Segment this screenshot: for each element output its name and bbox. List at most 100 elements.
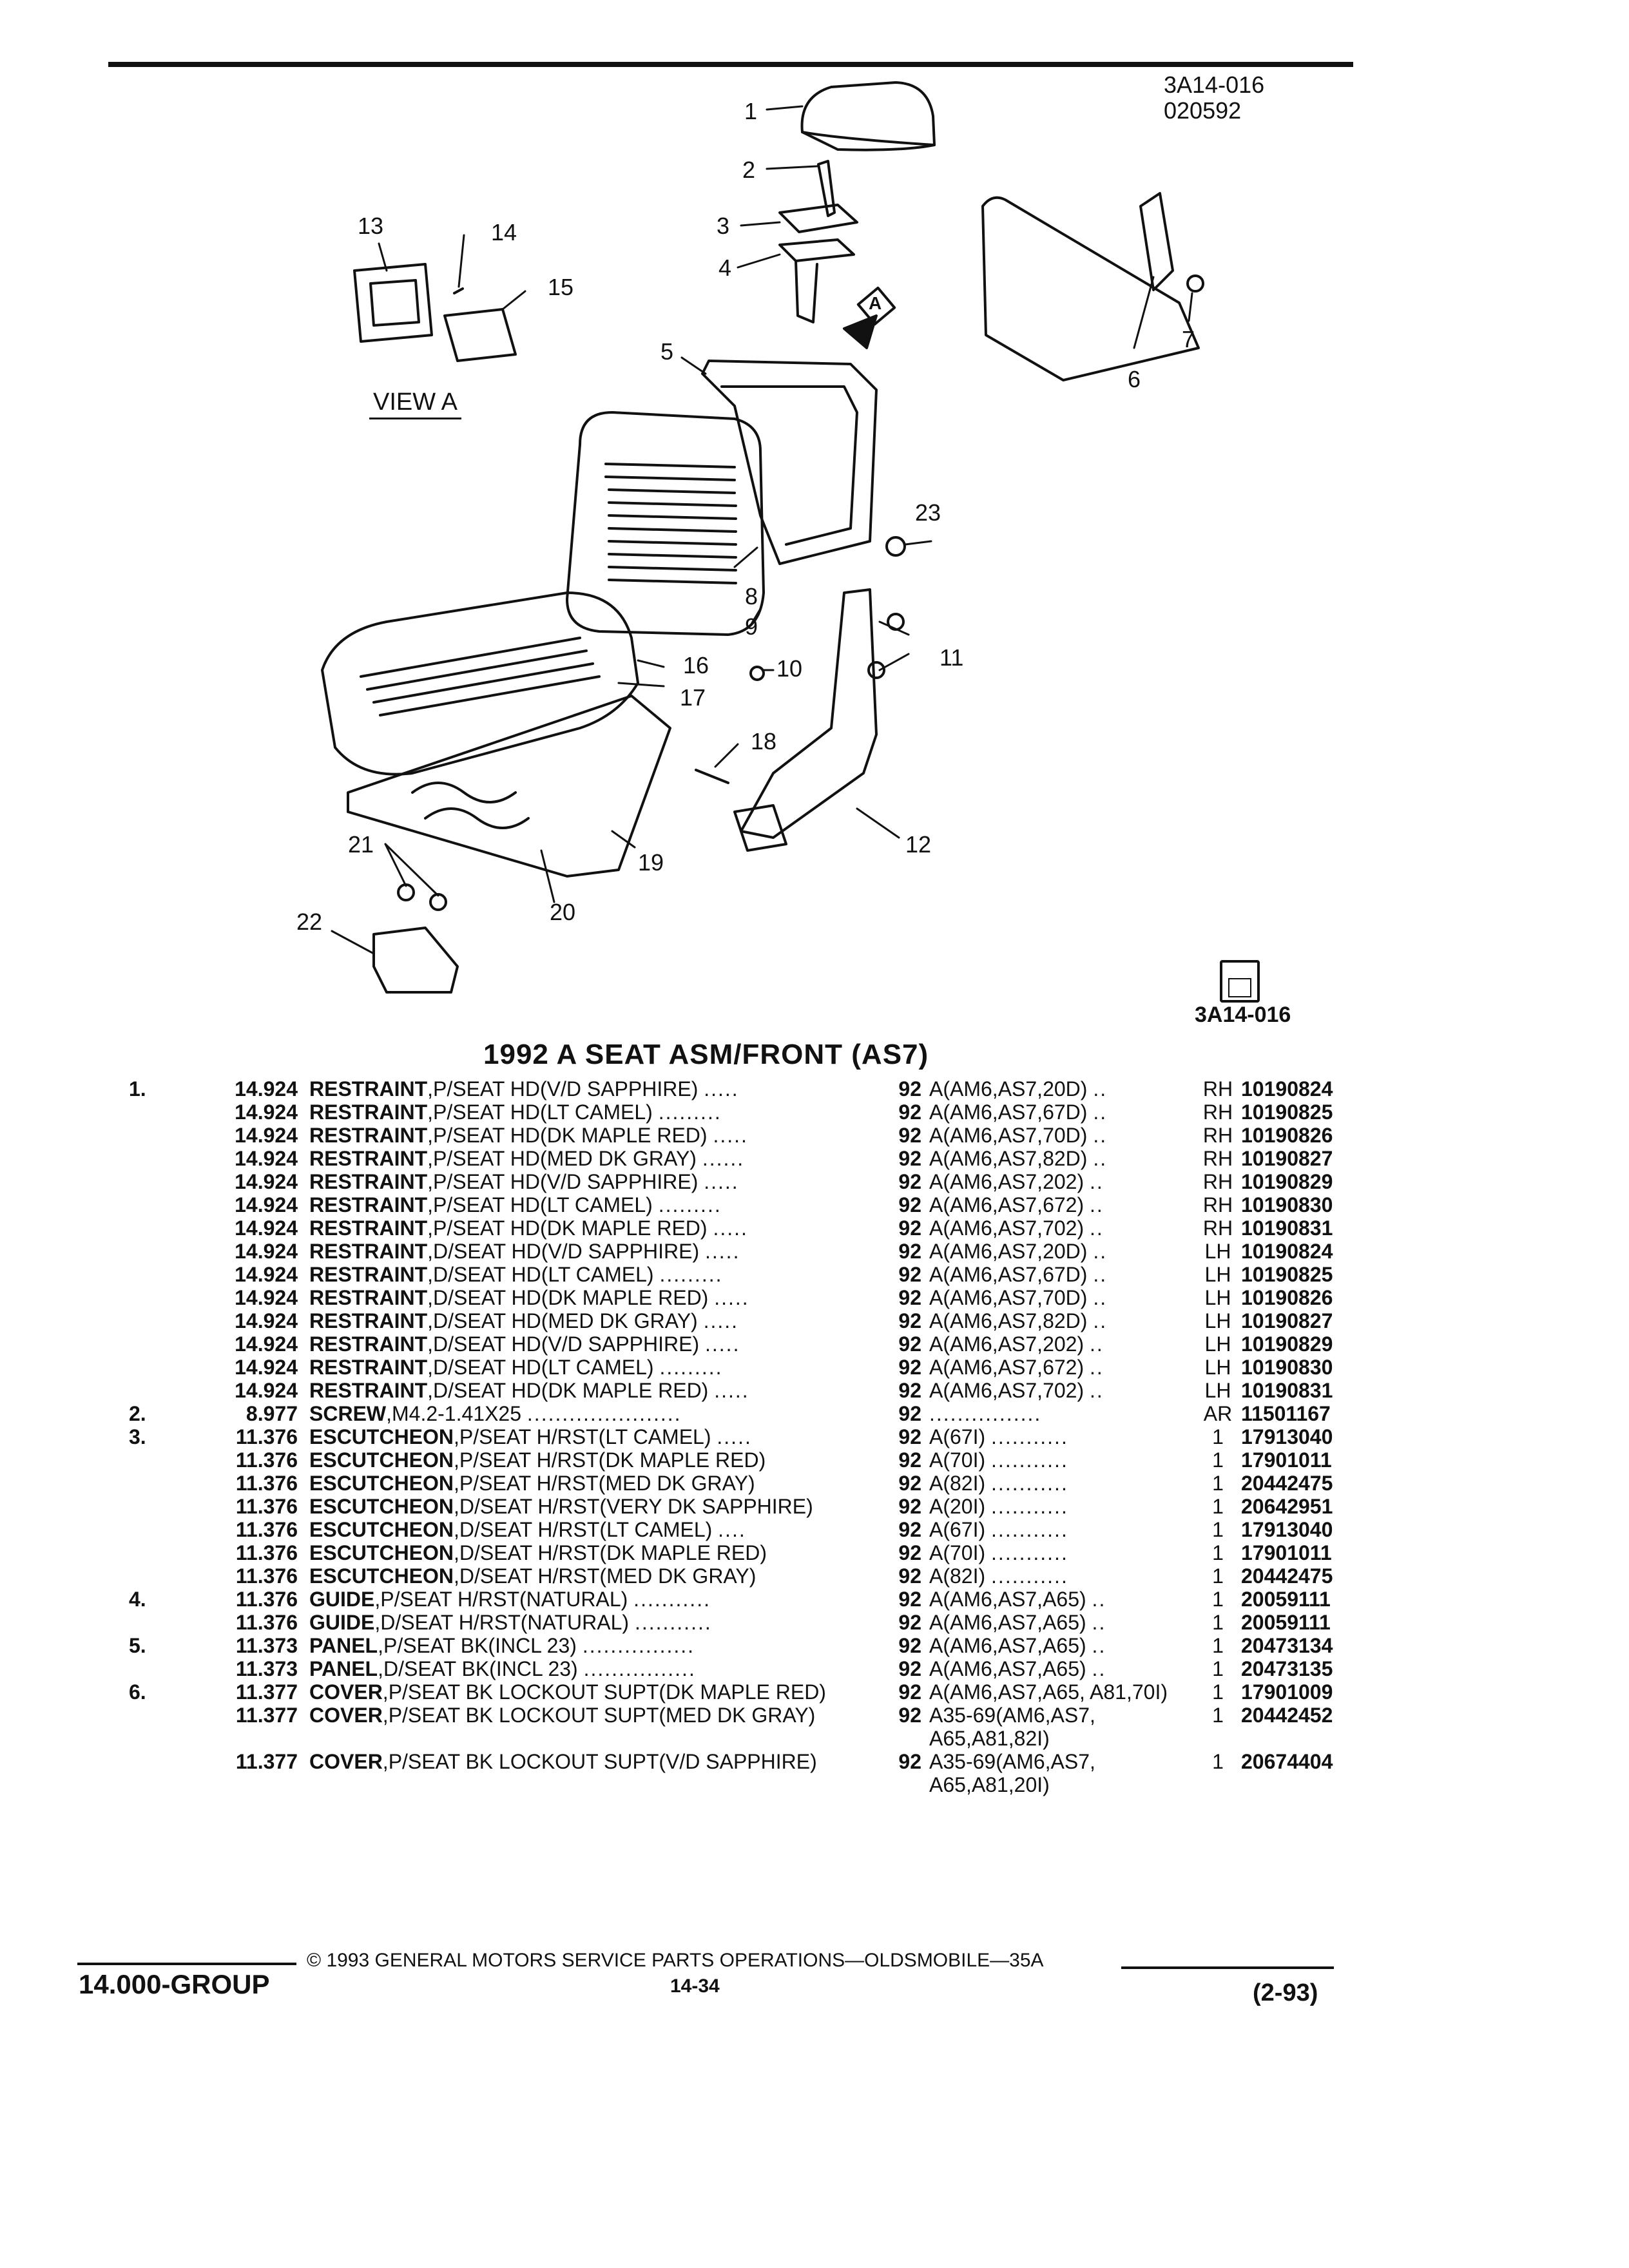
footer-copyright: © 1993 GENERAL MOTORS SERVICE PARTS OPER… bbox=[307, 1950, 1044, 1971]
callout-21: 21 bbox=[348, 831, 374, 858]
group-number: 14.924 bbox=[235, 1286, 298, 1309]
part-description: ,D/SEAT HD(MED DK GRAY) bbox=[427, 1309, 698, 1332]
date-code: 020592 bbox=[1164, 97, 1242, 124]
leader-dots: ........... bbox=[633, 1588, 711, 1611]
callout-23: 23 bbox=[915, 499, 941, 526]
quantity: LH bbox=[1204, 1356, 1231, 1379]
description: RESTRAINT,P/SEAT HD(MED DK GRAY) ...... bbox=[309, 1147, 872, 1170]
leader-dots: ..... bbox=[704, 1170, 739, 1193]
part-number: 17901011 bbox=[1241, 1541, 1332, 1564]
leader-dots: .... bbox=[718, 1518, 746, 1541]
part-number: 11501167 bbox=[1241, 1402, 1331, 1425]
description: RESTRAINT,P/SEAT HD(DK MAPLE RED) ..... bbox=[309, 1124, 872, 1147]
leader-dots: .. bbox=[1093, 1263, 1108, 1286]
model-codes: A35-69(AM6,AS7, A65,A81,20I) bbox=[929, 1750, 1195, 1796]
part-keyword: RESTRAINT bbox=[309, 1263, 428, 1286]
leader-dots: ..... bbox=[713, 1216, 748, 1240]
part-number: 10190824 bbox=[1241, 1240, 1333, 1263]
quantity: 1 bbox=[1212, 1750, 1224, 1773]
part-number: 17913040 bbox=[1241, 1518, 1333, 1541]
group-number: 11.376 bbox=[235, 1472, 298, 1495]
group-number: 11.376 bbox=[235, 1541, 298, 1564]
view-a-part-13 bbox=[353, 263, 433, 343]
quantity: LH bbox=[1204, 1309, 1231, 1332]
footer-rule-right bbox=[1121, 1966, 1334, 1969]
model-year: 92 bbox=[898, 1425, 921, 1448]
model-year: 92 bbox=[898, 1100, 921, 1124]
leader-dots: .. bbox=[1093, 1147, 1108, 1170]
top-rule bbox=[108, 62, 1353, 67]
part-description: ,D/SEAT HD(LT CAMEL) bbox=[427, 1263, 654, 1286]
description: GUIDE,D/SEAT H/RST(NATURAL) ........... bbox=[309, 1611, 872, 1634]
model-code: A(70I) bbox=[929, 1448, 986, 1472]
part-keyword: COVER bbox=[309, 1704, 383, 1727]
model-code: A(AM6,AS7,202) bbox=[929, 1332, 1084, 1356]
quantity: LH bbox=[1204, 1379, 1231, 1402]
description: RESTRAINT,P/SEAT HD(V/D SAPPHIRE) ..... bbox=[309, 1170, 872, 1193]
part-number: 10190830 bbox=[1241, 1356, 1333, 1379]
description: SCREW,M4.2-1.41X25 .....................… bbox=[309, 1402, 872, 1425]
group-number: 11.376 bbox=[235, 1611, 298, 1634]
description: ESCUTCHEON,P/SEAT H/RST(LT CAMEL) ..... bbox=[309, 1425, 872, 1448]
item-number bbox=[129, 1193, 206, 1216]
model-code: A(AM6,AS7,702) bbox=[929, 1216, 1084, 1240]
item-number: 4. bbox=[129, 1588, 146, 1611]
model-year: 92 bbox=[898, 1193, 921, 1216]
model-year: 92 bbox=[898, 1147, 921, 1170]
callout-11: 11 bbox=[940, 644, 964, 671]
part-description: ,P/SEAT HD(MED DK GRAY) bbox=[427, 1147, 697, 1170]
part-keyword: RESTRAINT bbox=[309, 1240, 428, 1263]
model-codes: A(AM6,AS7,202) .. bbox=[929, 1332, 1195, 1356]
fastener-21b bbox=[429, 893, 447, 911]
item-number bbox=[129, 1379, 206, 1402]
part-number: 20059111 bbox=[1241, 1611, 1331, 1634]
quantity: 1 bbox=[1212, 1495, 1224, 1518]
model-year: 92 bbox=[898, 1704, 921, 1727]
part-keyword: PANEL bbox=[309, 1634, 378, 1657]
description: ESCUTCHEON,D/SEAT H/RST(VERY DK SAPPHIRE… bbox=[309, 1495, 872, 1518]
model-code: A(70I) bbox=[929, 1541, 986, 1564]
model-year: 92 bbox=[898, 1634, 921, 1657]
part-number: 20642951 bbox=[1241, 1495, 1333, 1518]
leader-dots: .. bbox=[1093, 1309, 1108, 1332]
footer-page-number: 14-34 bbox=[670, 1975, 720, 1997]
callout-16: 16 bbox=[683, 652, 709, 678]
model-codes: A(AM6,AS7,A65) .. bbox=[929, 1588, 1195, 1611]
model-year: 92 bbox=[898, 1564, 921, 1588]
part-keyword: ESCUTCHEON bbox=[309, 1495, 454, 1518]
leader-dots: ................ bbox=[929, 1402, 1042, 1425]
description: RESTRAINT,P/SEAT HD(DK MAPLE RED) ..... bbox=[309, 1216, 872, 1240]
item-number: 3. bbox=[129, 1425, 146, 1448]
part-keyword: RESTRAINT bbox=[309, 1147, 428, 1170]
model-code: A(AM6,AS7,672) bbox=[929, 1356, 1084, 1379]
part-description: ,P/SEAT HD(V/D SAPPHIRE) bbox=[427, 1170, 699, 1193]
callout-9: 9 bbox=[745, 613, 758, 640]
model-codes: A(AM6,AS7,A65) .. bbox=[929, 1611, 1195, 1634]
group-number: 11.376 bbox=[235, 1518, 298, 1541]
part-keyword: ESCUTCHEON bbox=[309, 1518, 454, 1541]
model-year: 92 bbox=[898, 1216, 921, 1240]
model-codes: A(AM6,AS7,A65) .. bbox=[929, 1657, 1195, 1680]
model-code: A(AM6,AS7,A65) bbox=[929, 1657, 1086, 1680]
group-number: 14.924 bbox=[235, 1124, 298, 1147]
headrest-shape bbox=[800, 81, 936, 151]
part-number: 10190825 bbox=[1241, 1263, 1333, 1286]
leader-dots: ........... bbox=[991, 1564, 1068, 1588]
leader-dots: ......... bbox=[659, 1263, 723, 1286]
model-year: 92 bbox=[898, 1124, 921, 1147]
leader-dots: ........... bbox=[991, 1448, 1068, 1472]
leader-dots: ..... bbox=[714, 1286, 749, 1309]
part-number: 10190829 bbox=[1241, 1170, 1333, 1193]
model-codes: A(AM6,AS7,82D) .. bbox=[929, 1309, 1195, 1332]
footer-group: 14.000-GROUP bbox=[79, 1969, 270, 1999]
model-codes: A(AM6,AS7,672) .. bbox=[929, 1193, 1195, 1216]
part-description: ,P/SEAT BK LOCKOUT SUPT(DK MAPLE RED) bbox=[382, 1680, 826, 1704]
callout-10: 10 bbox=[776, 655, 803, 682]
model-codes: A(67I) ........... bbox=[929, 1518, 1195, 1541]
group-number: 11.376 bbox=[235, 1588, 298, 1611]
part-keyword: GUIDE bbox=[309, 1588, 375, 1611]
